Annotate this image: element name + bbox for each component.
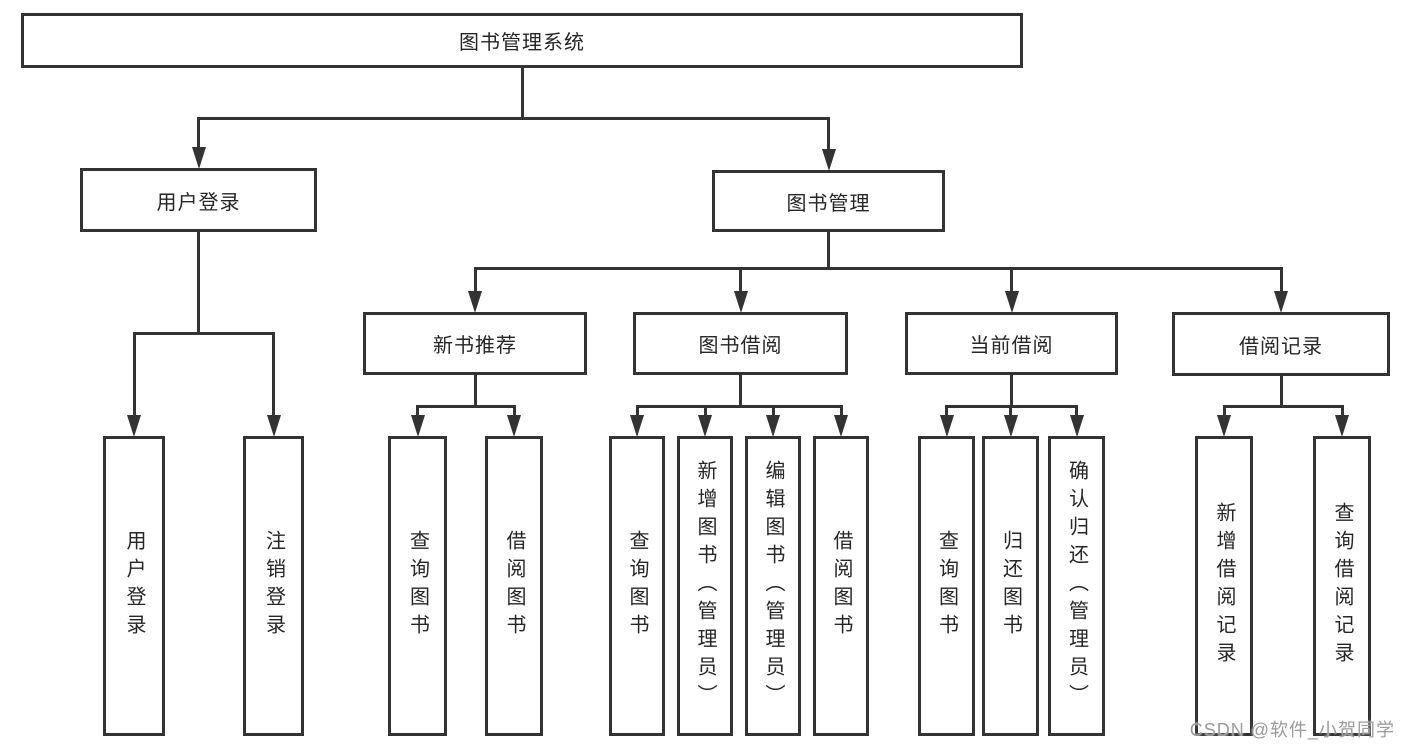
edge-drop-cb-return-book [1009, 406, 1012, 415]
arrow-down-icon-cb-query-book [939, 415, 954, 437]
node-bb-add-book: 新增图书（管理员） [677, 436, 733, 736]
node-bb-borrow-book: 借阅图书 [813, 436, 869, 736]
arrow-down-icon-book-borrow [733, 291, 748, 313]
arrow-down-icon-leaf-user-login [127, 415, 141, 437]
edge-stem-book-mgmt [827, 232, 830, 268]
node-label-current-borrow: 当前借阅 [969, 335, 1054, 357]
node-new-book-rec: 新书推荐 [363, 312, 587, 375]
node-br-add-record: 新增借阅记录 [1195, 436, 1253, 736]
edge-drop-new-book-rec [473, 268, 477, 291]
node-label-root: 图书管理系统 [459, 32, 585, 54]
edge-crossbar-user-login [132, 331, 275, 335]
arrow-down-icon-new-book-rec [468, 291, 482, 313]
arrow-down-icon-nb-query-book [410, 415, 425, 437]
arrow-down-icon-cb-return-book [1003, 415, 1018, 437]
node-book-mgmt: 图书管理 [712, 170, 945, 232]
node-book-borrow: 图书借阅 [633, 312, 848, 375]
arrow-down-icon-user-login [191, 147, 206, 169]
node-label-cb-return-book: 归还图书 [999, 530, 1022, 642]
edge-drop-leaf-logout [272, 333, 275, 415]
edge-stem-current-borrow [1010, 375, 1013, 406]
node-label-new-book-rec: 新书推荐 [433, 335, 517, 357]
edge-drop-br-add-record [1222, 406, 1226, 415]
node-label-nb-borrow-book: 借阅图书 [503, 530, 525, 642]
arrow-down-icon-cb-confirm-return [1069, 415, 1084, 437]
edge-crossbar-borrow-record [1222, 404, 1344, 408]
edge-drop-user-login [197, 118, 200, 147]
edge-drop-nb-query-book [416, 406, 419, 415]
node-cb-query-book: 查询图书 [918, 436, 975, 736]
edge-stem-new-book-rec [473, 375, 477, 406]
node-label-nb-query-book: 查询图书 [406, 530, 429, 642]
node-nb-query-book: 查询图书 [388, 436, 447, 736]
node-label-book-mgmt: 图书管理 [786, 192, 871, 215]
edge-crossbar-book-borrow [635, 404, 843, 408]
node-br-query-record: 查询借阅记录 [1313, 436, 1371, 736]
edge-crossbar-book-mgmt [473, 266, 1283, 270]
node-bb-edit-book: 编辑图书（管理员） [745, 436, 801, 736]
node-label-book-borrow: 图书借阅 [698, 335, 783, 357]
arrow-down-icon-bb-add-book [698, 415, 712, 437]
node-label-bb-query-book: 查询图书 [626, 530, 648, 642]
edge-drop-bb-query-book [635, 406, 639, 415]
node-cb-confirm-return: 确认归还（管理员） [1048, 436, 1105, 736]
arrow-down-icon-nb-borrow-book [507, 415, 521, 437]
arrow-down-icon-bb-borrow-book [834, 415, 848, 437]
edge-drop-leaf-user-login [132, 333, 136, 415]
edge-stem-user-login [197, 232, 200, 333]
edge-stem-book-borrow [739, 375, 742, 406]
node-user-login: 用户登录 [80, 168, 317, 232]
csdn-watermark: CSDN @软件_小贺同学 [1189, 720, 1395, 740]
node-label-br-query-record: 查询借阅记录 [1331, 502, 1353, 670]
node-label-bb-edit-book: 编辑图书（管理员） [762, 460, 784, 712]
node-label-bb-add-book: 新增图书（管理员） [694, 460, 716, 712]
edge-drop-bb-add-book [703, 406, 707, 415]
edge-drop-cb-query-book [945, 406, 948, 415]
arrow-down-icon-current-borrow [1004, 291, 1019, 313]
node-label-leaf-user-login: 用户登录 [123, 530, 145, 642]
edge-stem-root [520, 68, 524, 118]
node-cb-return-book: 归还图书 [982, 436, 1039, 736]
arrow-down-icon-br-query-record [1335, 415, 1349, 437]
edge-stem-borrow-record [1279, 376, 1283, 406]
node-root: 图书管理系统 [21, 13, 1023, 68]
edge-crossbar-root [197, 116, 830, 120]
arrow-down-icon-br-add-record [1217, 415, 1231, 437]
node-leaf-logout: 注销登录 [243, 436, 304, 736]
edge-drop-current-borrow [1010, 268, 1013, 291]
node-bb-query-book: 查询图书 [609, 436, 665, 736]
edge-drop-book-mgmt [827, 118, 830, 149]
edge-drop-br-query-record [1340, 406, 1344, 415]
node-label-cb-query-book: 查询图书 [935, 530, 958, 642]
node-label-borrow-record: 借阅记录 [1239, 335, 1323, 358]
node-label-user-login: 用户登录 [156, 191, 241, 214]
node-current-borrow: 当前借阅 [905, 312, 1118, 375]
node-label-cb-confirm-return: 确认归还（管理员） [1065, 460, 1088, 712]
edge-drop-bb-borrow-book [839, 406, 843, 415]
edge-drop-bb-edit-book [771, 406, 775, 415]
arrow-down-icon-bb-edit-book [766, 415, 780, 437]
node-nb-borrow-book: 借阅图书 [485, 436, 543, 736]
node-label-br-add-record: 新增借阅记录 [1213, 502, 1235, 670]
node-borrow-record: 借阅记录 [1172, 312, 1390, 376]
edge-drop-book-borrow [739, 268, 742, 291]
arrow-down-icon-borrow-record [1274, 291, 1288, 313]
edge-drop-borrow-record [1279, 268, 1283, 291]
edge-drop-nb-borrow-book [512, 406, 516, 415]
node-leaf-user-login: 用户登录 [103, 436, 165, 736]
edge-drop-cb-confirm-return [1075, 406, 1078, 415]
arrow-down-icon-bb-query-book [630, 415, 644, 437]
edge-crossbar-new-book-rec [416, 404, 516, 408]
arrow-down-icon-book-mgmt [821, 149, 836, 171]
node-label-bb-borrow-book: 借阅图书 [830, 530, 852, 642]
arrow-down-icon-leaf-logout [266, 415, 281, 437]
node-label-leaf-logout: 注销登录 [262, 530, 285, 642]
